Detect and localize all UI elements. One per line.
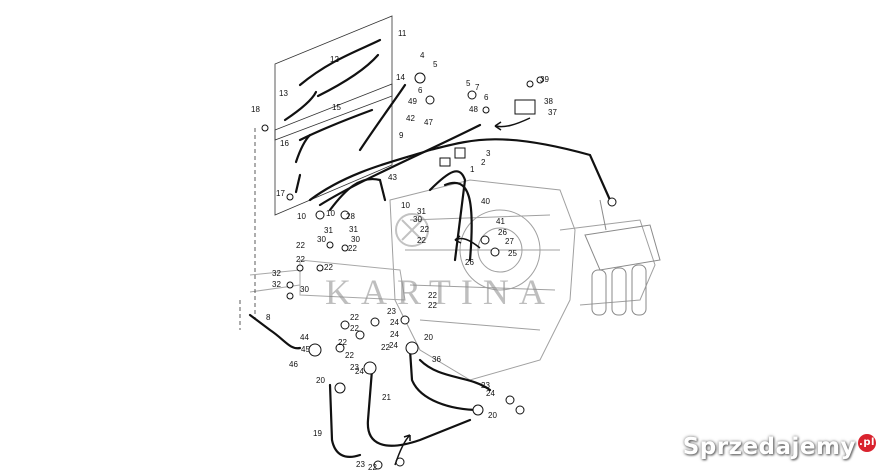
callout-26a: 26: [498, 228, 507, 237]
callout-22f: 22: [381, 343, 390, 352]
callout-36: 36: [432, 355, 441, 364]
callout-6b: 6: [484, 93, 489, 102]
callout-1: 1: [470, 165, 475, 174]
callout-5b: 5: [466, 79, 471, 88]
callout-20b: 20: [316, 376, 325, 385]
callout-21: 21: [382, 393, 391, 402]
callout-11: 11: [398, 29, 407, 38]
callout-27: 27: [505, 237, 514, 246]
callout-48: 48: [469, 105, 478, 114]
callout-5: 5: [433, 60, 438, 69]
callout-24b: 24: [390, 330, 399, 339]
callout-6: 6: [418, 86, 423, 95]
callout-30d: 30: [300, 285, 309, 294]
callout-47: 47: [424, 118, 433, 127]
callout-22d: 22: [350, 324, 359, 333]
callout-31b: 31: [324, 226, 333, 235]
callout-32b: 32: [272, 280, 281, 289]
gearbox-housing: [389, 179, 656, 381]
callout-3: 3: [486, 149, 491, 158]
callout-30b: 30: [317, 235, 326, 244]
callout-32a: 32: [272, 269, 281, 278]
callout-23c: 23: [481, 381, 490, 390]
callout-29f: 22: [324, 263, 333, 272]
callout-19: 19: [313, 429, 322, 438]
callout-7: 7: [475, 83, 480, 92]
callout-22e: 22: [338, 338, 347, 347]
hoses: [248, 38, 612, 458]
callout-29e: 22: [296, 255, 305, 264]
callout-37: 37: [548, 108, 557, 117]
callout-24d: 24: [355, 367, 364, 376]
watermark-text: KARTINA: [325, 272, 555, 312]
callout-22c: 22: [350, 313, 359, 322]
group-boxes: [239, 15, 393, 330]
callout-23b: 23: [350, 363, 359, 372]
callout-23a: 23: [387, 307, 396, 316]
callout-24a: 24: [390, 318, 399, 327]
callout-22h: 22: [368, 463, 377, 472]
fittings: [261, 72, 617, 470]
callout-30c: 30: [351, 235, 360, 244]
callout-17: 17: [276, 189, 285, 198]
callout-31c: 31: [349, 225, 358, 234]
callout-23d: 23: [356, 460, 365, 469]
callout-30a: 30: [413, 215, 422, 224]
callout-24e: 24: [486, 389, 495, 398]
callout-20a: 20: [424, 333, 433, 342]
callout-20c: 20: [488, 411, 497, 420]
callout-38: 38: [544, 97, 553, 106]
callout-labels: 11 12 13 14 4 5 39 38 37 18 15 49 6 42 4…: [251, 29, 557, 472]
callout-4: 4: [420, 51, 425, 60]
callout-26b: 26: [465, 258, 474, 267]
arrows: [394, 117, 531, 466]
callout-24c: 24: [389, 341, 398, 350]
callout-22b: 22: [428, 301, 437, 310]
brand-watermark: Sprzedajemy.pl: [683, 434, 876, 460]
callout-28: 28: [346, 212, 355, 221]
callout-16: 16: [280, 139, 289, 148]
callout-2: 2: [481, 158, 486, 167]
callout-18: 18: [251, 105, 260, 114]
callout-31a: 31: [417, 207, 426, 216]
callout-46: 46: [289, 360, 298, 369]
callout-22a: 22: [428, 291, 437, 300]
callout-14: 14: [396, 73, 405, 82]
brand-name: Sprzedajemy: [682, 434, 856, 460]
callout-44: 44: [300, 333, 309, 342]
callout-10b: 10: [326, 209, 335, 218]
callout-43: 43: [388, 173, 397, 182]
callout-10c: 10: [401, 201, 410, 210]
callout-40: 40: [481, 197, 490, 206]
callout-22g: 22: [345, 351, 354, 360]
callout-10a: 10: [297, 212, 306, 221]
callout-9: 9: [399, 131, 404, 140]
callout-49: 49: [408, 97, 417, 106]
callout-29b: 22: [417, 236, 426, 245]
callout-41: 41: [496, 217, 505, 226]
callout-12: 12: [330, 55, 339, 64]
callout-25: 25: [508, 249, 517, 258]
callout-15: 15: [332, 103, 341, 112]
watermark-emblem: [395, 213, 429, 247]
callout-29a: 22: [420, 225, 429, 234]
callout-45: 45: [301, 345, 310, 354]
brand-suffix-badge: .pl: [858, 434, 876, 453]
callout-42: 42: [406, 114, 415, 123]
callout-29c: 22: [296, 241, 305, 250]
valve-block: [584, 199, 661, 316]
callout-39: 39: [540, 75, 549, 84]
callout-13: 13: [279, 89, 288, 98]
callout-8: 8: [266, 313, 271, 322]
callout-29d: 22: [348, 244, 357, 253]
